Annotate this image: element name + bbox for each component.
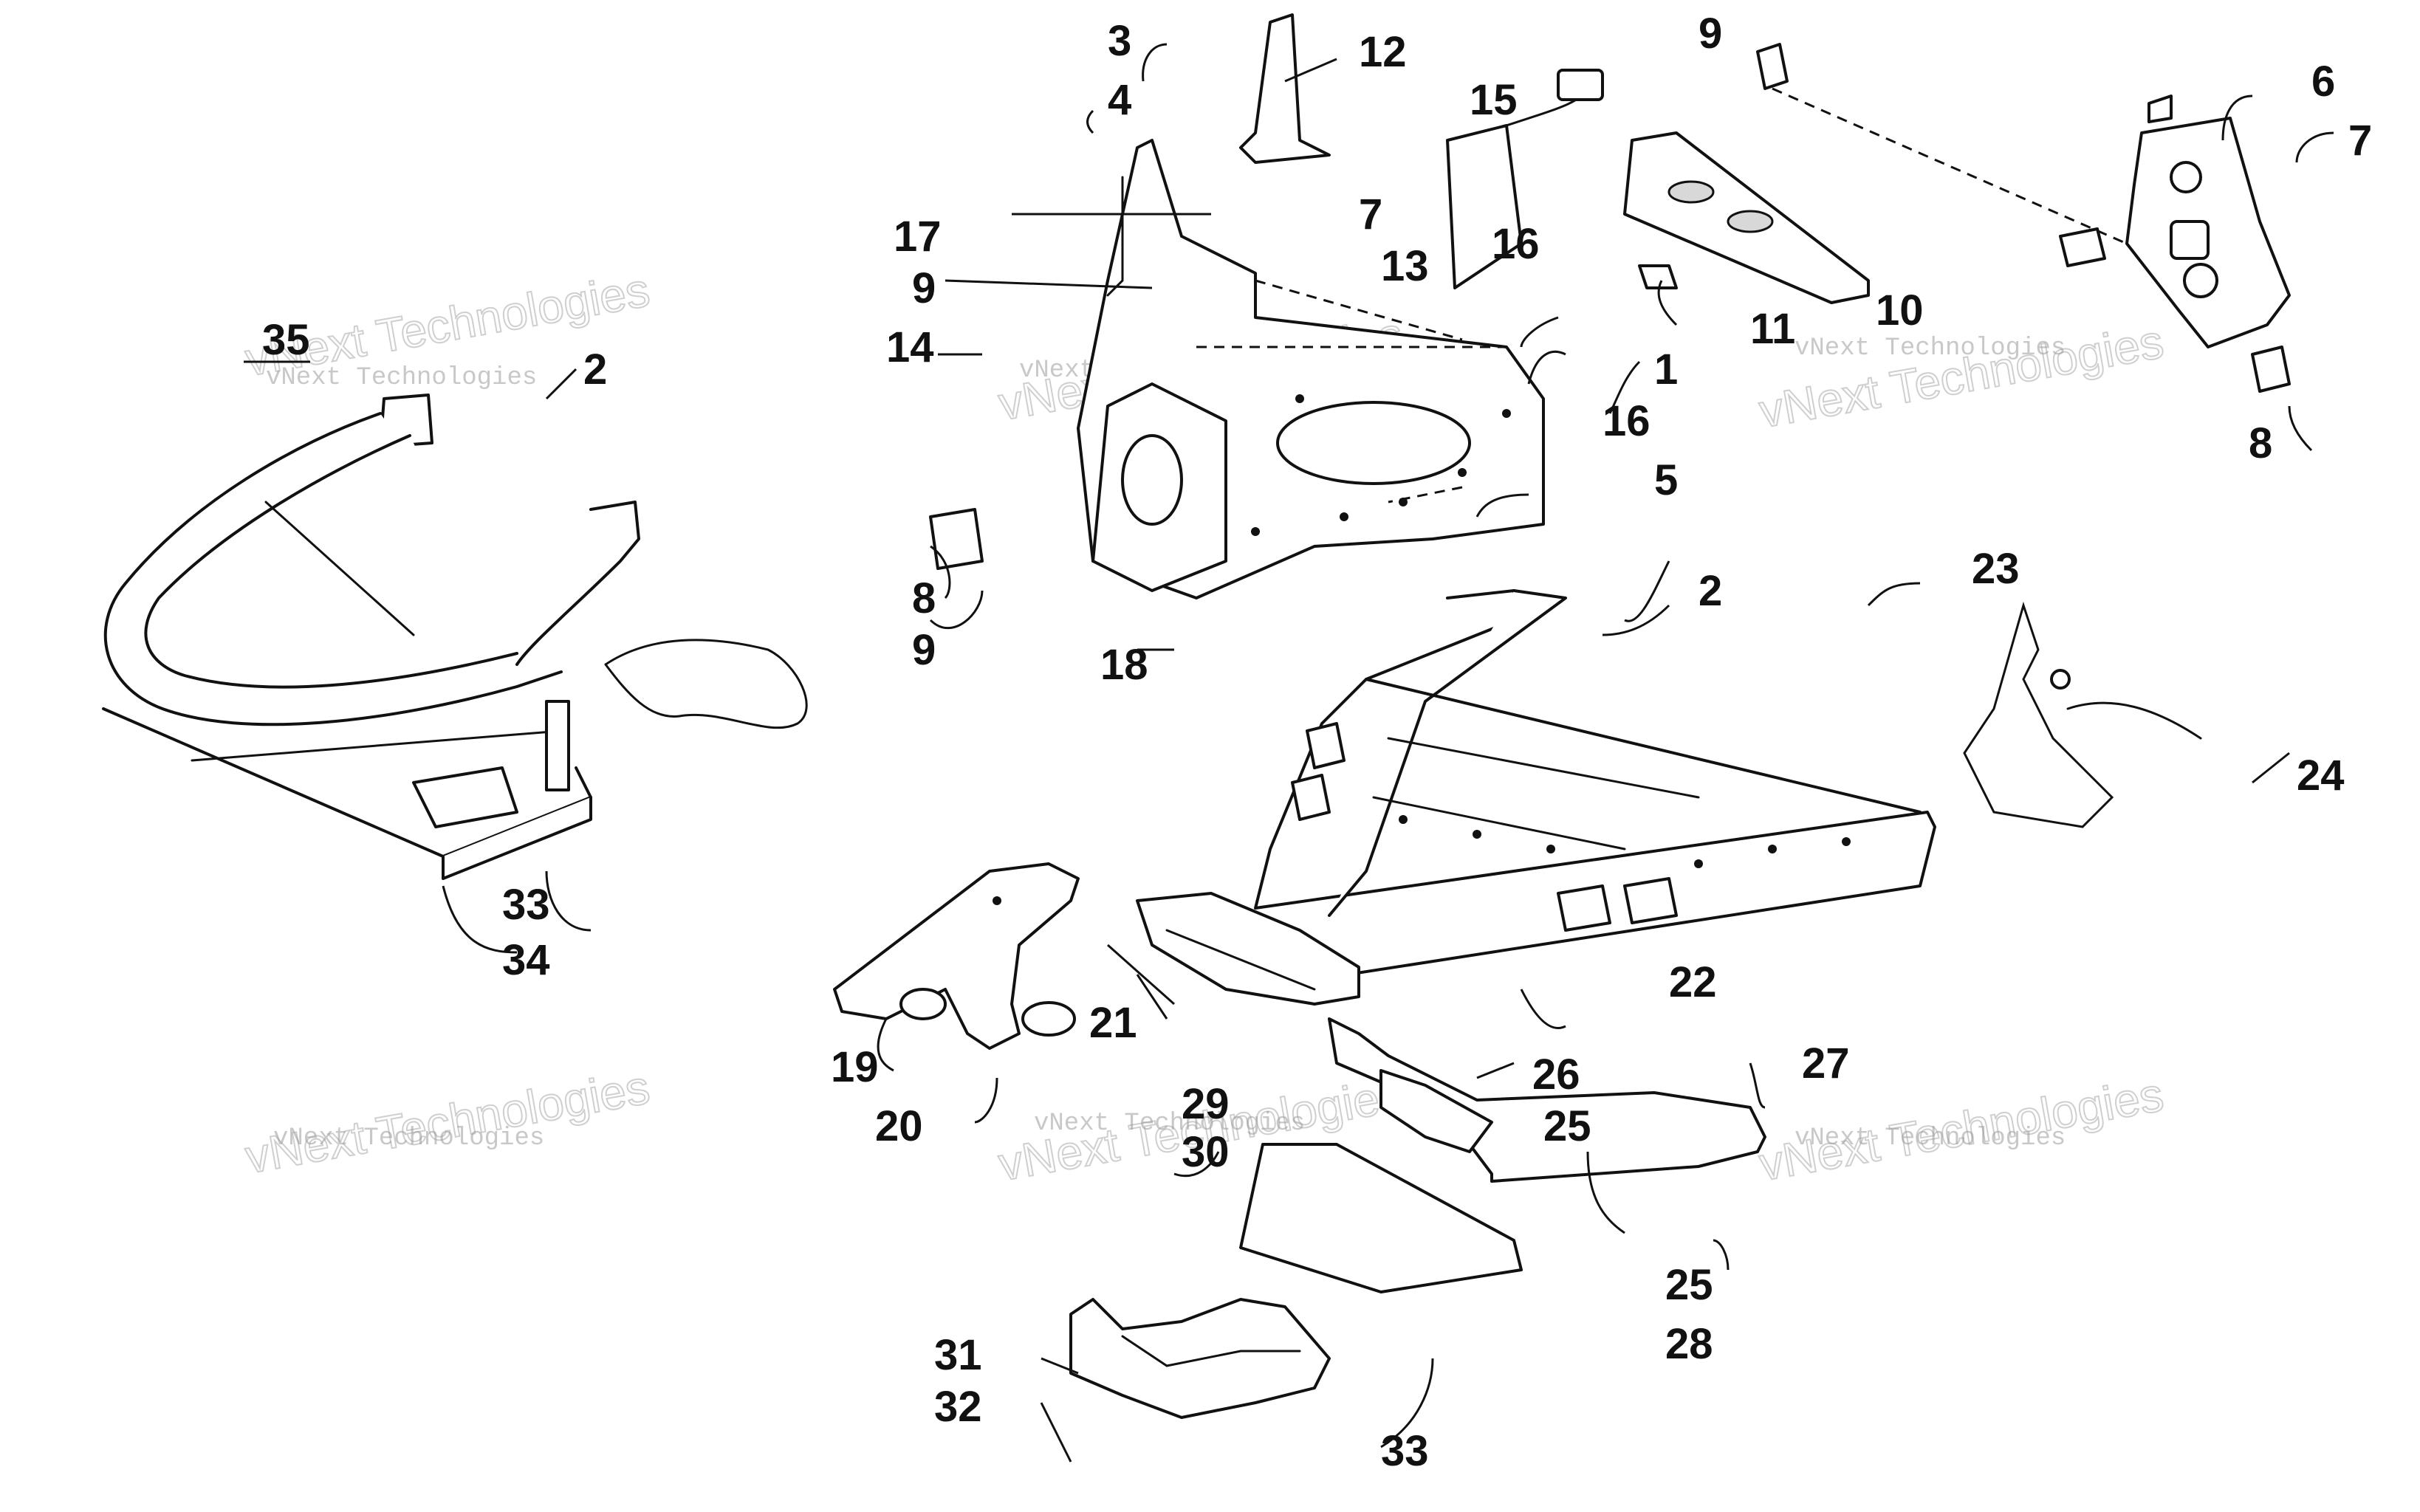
callout-label: 2 (1699, 567, 1722, 615)
callout-label: 31 (934, 1331, 982, 1379)
callout-label: 24 (2297, 752, 2345, 800)
callout-label: 30 (1182, 1128, 1230, 1176)
callout-label: 4 (1108, 76, 1131, 124)
callout-label: 34 (502, 936, 550, 984)
callout-label: 6 (2311, 58, 2335, 106)
watermark-big: vNext Technologies (241, 1060, 654, 1183)
callout-label: 35 (262, 316, 310, 364)
callout-label: 21 (1089, 999, 1137, 1047)
callout-label: 14 (886, 323, 934, 371)
callout-label: 9 (1699, 10, 1722, 58)
callout-label: 18 (1100, 641, 1148, 689)
callout-label: 27 (1802, 1040, 1850, 1087)
callout-label: 16 (1603, 397, 1651, 445)
callout-label: 7 (2348, 117, 2372, 165)
suspension-arm-part (833, 862, 1080, 1050)
callout-label: 13 (1381, 242, 1429, 290)
callout-label: 33 (1381, 1427, 1429, 1475)
center-frame-part (929, 139, 1545, 599)
watermark-text: vNext Technologies (1795, 334, 2066, 362)
harness-part (1446, 69, 1604, 289)
callout-label: 28 (1665, 1320, 1713, 1368)
top-plate-part (1623, 131, 1870, 304)
callout-label: 23 (1972, 545, 2020, 593)
callout-label: 10 (1876, 286, 1924, 334)
callout-label: 15 (1470, 76, 1518, 124)
callout-label: 17 (894, 213, 942, 261)
callout-label: 22 (1669, 958, 1717, 1006)
callout-label: 26 (1532, 1051, 1580, 1099)
callout-label: 11 (1750, 305, 1795, 353)
watermark-text: vNext Technologies (1795, 1124, 2066, 1152)
side-panel-part (1963, 601, 2202, 828)
callout-label: 3 (1108, 17, 1131, 65)
callout-label: 32 (934, 1383, 982, 1431)
skid-plate-part (1069, 1017, 1766, 1419)
callout-label: 19 (831, 1043, 879, 1091)
callout-label: 2 (583, 346, 607, 394)
callout-label: 9 (912, 264, 936, 312)
callout-labels: 1 2 2 3 4 5 6 7 7 8 8 9 9 9 10 11 12 13 … (262, 10, 2372, 1475)
callout-label: 16 (1492, 220, 1540, 268)
callout-label: 9 (912, 626, 936, 674)
callout-label: 5 (1654, 456, 1678, 504)
hood-bracket-part (1239, 13, 1331, 164)
main-frame-part (1136, 589, 1936, 1006)
callout-label: 8 (912, 574, 936, 622)
callout-label: 33 (502, 881, 550, 929)
watermark-text: vNext Technologies (266, 364, 537, 392)
callout-label: 1 (1654, 346, 1678, 394)
steering-bracket-part (1756, 43, 2291, 393)
front-bumper-part (102, 394, 808, 880)
callout-label: 20 (875, 1102, 923, 1150)
leader-lines (244, 43, 2334, 1463)
callout-label: 25 (1543, 1102, 1591, 1150)
callout-label: 7 (1359, 190, 1382, 238)
watermark-text: vNext Technologies (273, 1124, 544, 1152)
watermark-text: vNext Technologies (1034, 1110, 1305, 1138)
callout-label: 12 (1359, 28, 1407, 76)
watermark-big: vNext Technologies (1755, 315, 2167, 438)
callout-label: 29 (1182, 1080, 1230, 1128)
callout-label: 8 (2249, 419, 2272, 467)
callout-label: 25 (1665, 1261, 1713, 1309)
